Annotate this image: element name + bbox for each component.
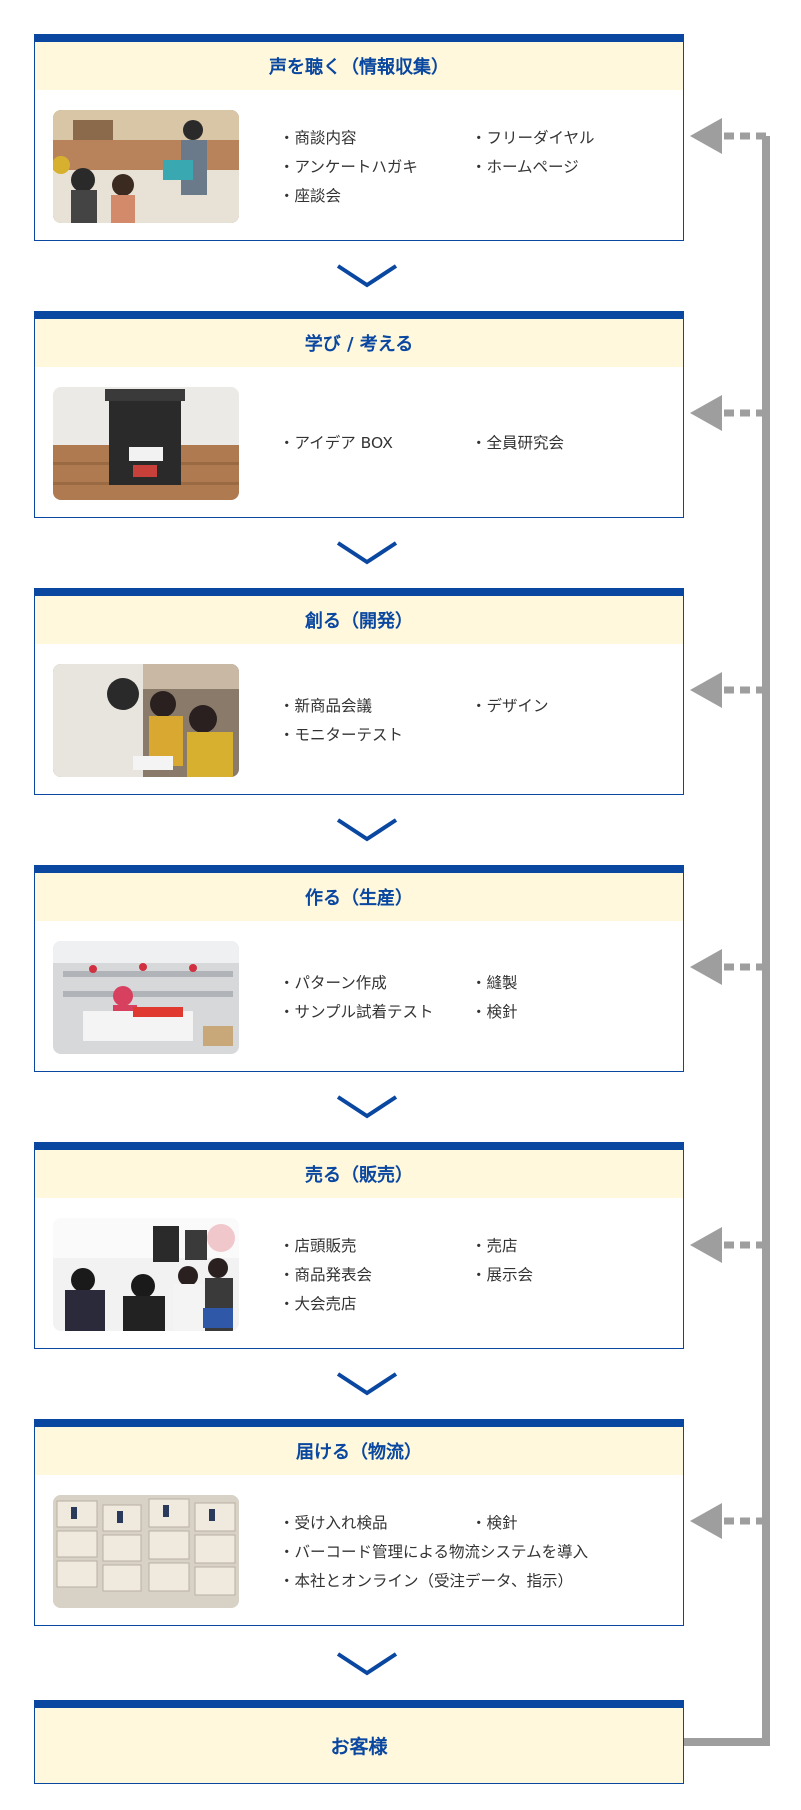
stage-sell: 売る（販売） ・店頭販売 ・売店 ・商品発表会 [34,1142,684,1349]
list-item: ・店頭販売 [279,1232,471,1261]
list-item: ・バーコード管理による物流システムを導入 [279,1538,669,1567]
list-item: ・展示会 [471,1261,663,1290]
meeting-photo [53,110,239,223]
chevron-down-icon [335,262,399,290]
idea-box-photo [53,387,239,500]
stage-title: 声を聴く（情報収集） [35,42,683,90]
list-item: ・売店 [471,1232,663,1261]
stage-title: 売る（販売） [35,1150,683,1198]
stage-title: 創る（開発） [35,596,683,644]
stage-develop: 創る（開発） ・新商品会議 ・デザイン ・モニターテスト [34,588,684,795]
stage-items: ・商談内容 ・フリーダイヤル ・アンケートハガキ ・ホームページ ・座談会 [279,124,669,211]
list-item: ・受け入れ検品 [279,1509,471,1538]
development-photo [53,664,239,777]
customer-box: お客様 [34,1700,684,1784]
chevron-down-icon [335,539,399,567]
list-item: ・デザイン [471,692,663,721]
list-item: ・パターン作成 [279,969,471,998]
chevron-down-icon [335,1093,399,1121]
list-item: ・アンケートハガキ [279,153,471,182]
stage-items: ・受け入れ検品 ・検針 ・バーコード管理による物流システムを導入 ・本社とオンラ… [279,1509,669,1596]
factory-photo [53,941,239,1054]
chevron-down-icon [335,1650,399,1678]
feedback-arrow [690,118,766,154]
stage-title: 学び / 考える [35,319,683,367]
feedback-arrow [690,395,766,431]
stage-deliver: 届ける（物流） [34,1419,684,1626]
list-item: ・大会売店 [279,1290,471,1319]
chevron-down-icon [335,1370,399,1398]
customer-title: お客様 [330,1732,387,1759]
list-item: ・モニターテスト [279,721,471,750]
feedback-arrow [690,1503,766,1539]
feedback-arrow [690,672,766,708]
list-item: ・商品発表会 [279,1261,471,1290]
list-item: ・検針 [471,1509,663,1538]
list-item: ・検針 [471,998,663,1027]
list-item: ・フリーダイヤル [471,124,663,153]
stage-produce: 作る（生産） ・パターン作成 ・縫製 ・サンプル試着テスト ・検針 [34,865,684,1072]
stage-learn: 学び / 考える ・アイデア BOX ・全員研究会 [34,311,684,518]
feedback-arrow [690,949,766,985]
list-item: ・座談会 [279,182,471,211]
stage-listen: 声を聴く（情報収集） ・商談内容 ・フリーダイヤル ・アンケートハガキ [34,34,684,241]
list-item: ・アイデア BOX [279,429,471,458]
list-item: ・商談内容 [279,124,471,153]
stage-items: ・店頭販売 ・売店 ・商品発表会 ・展示会 ・大会売店 [279,1232,669,1319]
stage-items: ・新商品会議 ・デザイン ・モニターテスト [279,692,669,750]
warehouse-photo [53,1495,239,1608]
stage-items: ・アイデア BOX ・全員研究会 [279,429,669,458]
stage-title: 作る（生産） [35,873,683,921]
list-item: ・全員研究会 [471,429,663,458]
list-item: ・新商品会議 [279,692,471,721]
list-item: ・本社とオンライン（受注データ、指示） [279,1567,669,1596]
stage-items: ・パターン作成 ・縫製 ・サンプル試着テスト ・検針 [279,969,669,1027]
feedback-arrow [690,1227,766,1263]
stage-title: 届ける（物流） [35,1427,683,1475]
list-item: ・サンプル試着テスト [279,998,471,1027]
sales-photo [53,1218,239,1331]
list-item: ・縫製 [471,969,663,998]
list-item: ・ホームページ [471,153,663,182]
chevron-down-icon [335,816,399,844]
